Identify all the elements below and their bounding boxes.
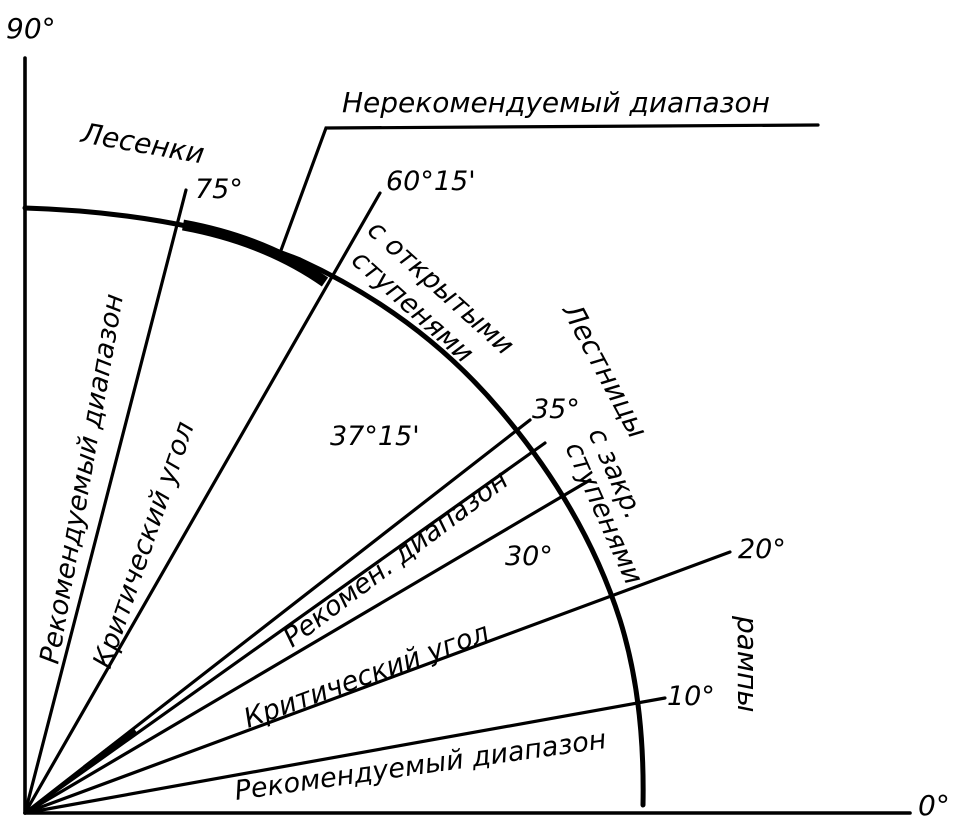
angle-label-10: 10°	[667, 681, 715, 712]
angle-label-20: 20°	[738, 534, 786, 565]
angle-label-60-15: 60°15'	[386, 166, 476, 197]
label-ramps: рампы	[731, 615, 764, 712]
angle-label-30: 30°	[505, 541, 553, 572]
ray-60-15	[23, 191, 382, 815]
axis-label-90: 90°	[6, 12, 56, 45]
label-ladders: Лесенки	[78, 116, 207, 170]
axis-label-0: 0°	[918, 789, 950, 821]
ray-closed-treads	[23, 478, 592, 815]
non-recommended-leader	[278, 123, 820, 255]
ray-10	[23, 696, 667, 815]
non-recommended-arc-segment	[182, 219, 329, 287]
label-non-recommended: Нерекомендуемый диапазон	[342, 86, 770, 119]
ray-20	[23, 550, 732, 815]
angle-label-37-15: 37°15'	[330, 421, 420, 452]
ray-critical-thick	[83, 727, 137, 771]
angle-label-75: 75°	[195, 174, 243, 205]
label-critical-angle-upper: Критический угол	[87, 418, 200, 672]
angle-label-35: 35°	[532, 394, 580, 425]
ray-75	[23, 188, 188, 815]
